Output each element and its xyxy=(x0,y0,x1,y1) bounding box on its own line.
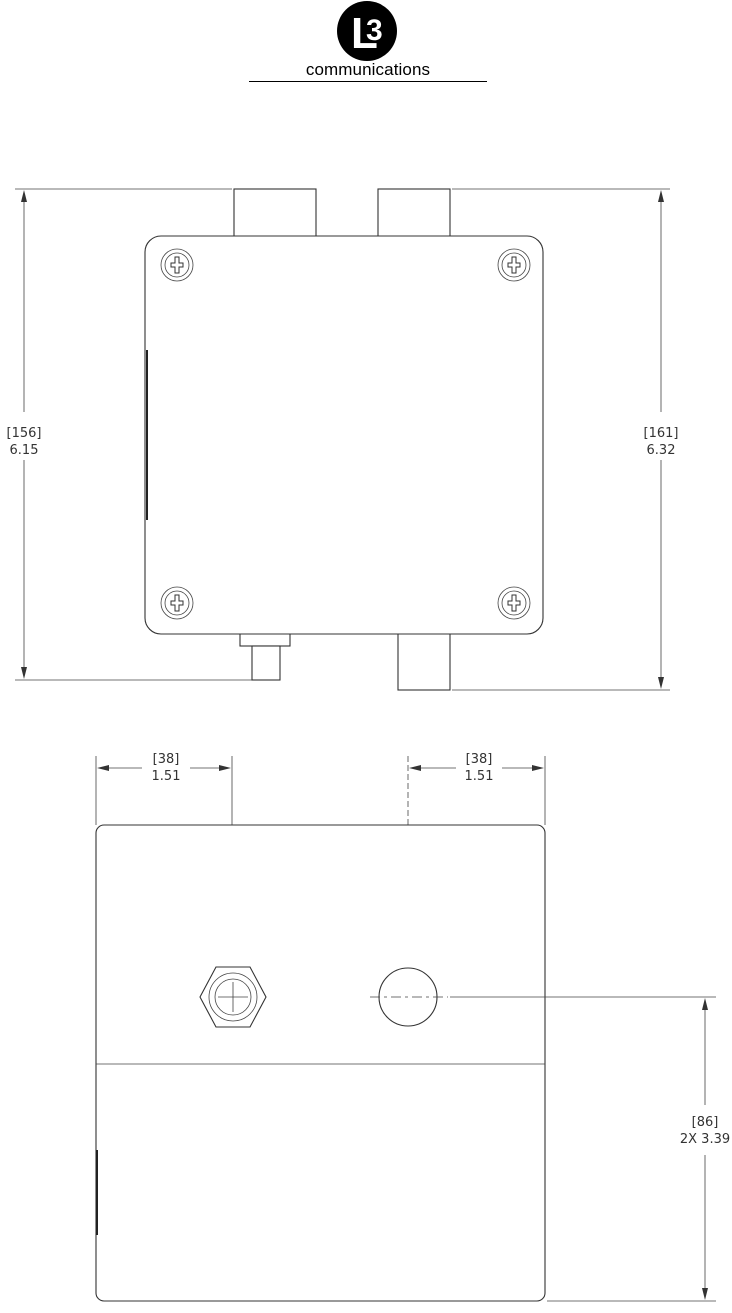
port-height-imperial: 2X 3.39 xyxy=(680,1132,730,1147)
left-offset-imperial: 1.51 xyxy=(152,769,181,784)
top-left-connector xyxy=(234,189,316,237)
port-height-dimension-line xyxy=(702,998,708,1300)
left-height-metric: [156] xyxy=(7,426,42,441)
top-right-connector xyxy=(378,189,450,237)
right-height-metric: [161] xyxy=(644,426,679,441)
bottom-right-connector xyxy=(398,632,450,690)
port-height-metric: [86] xyxy=(692,1115,719,1130)
right-height-imperial: 6.32 xyxy=(647,443,676,458)
enclosure-top-view xyxy=(145,236,543,634)
top-view: [156] 6.15 [161] 6.32 xyxy=(7,189,679,690)
right-offset-imperial: 1.51 xyxy=(465,769,494,784)
right-offset-metric: [38] xyxy=(466,752,493,767)
bottom-left-connector xyxy=(252,646,280,680)
left-offset-metric: [38] xyxy=(153,752,180,767)
front-view: [38] 1.51 [38] 1.51 xyxy=(96,752,730,1301)
enclosure-front-view xyxy=(96,825,545,1301)
left-height-imperial: 6.15 xyxy=(10,443,39,458)
